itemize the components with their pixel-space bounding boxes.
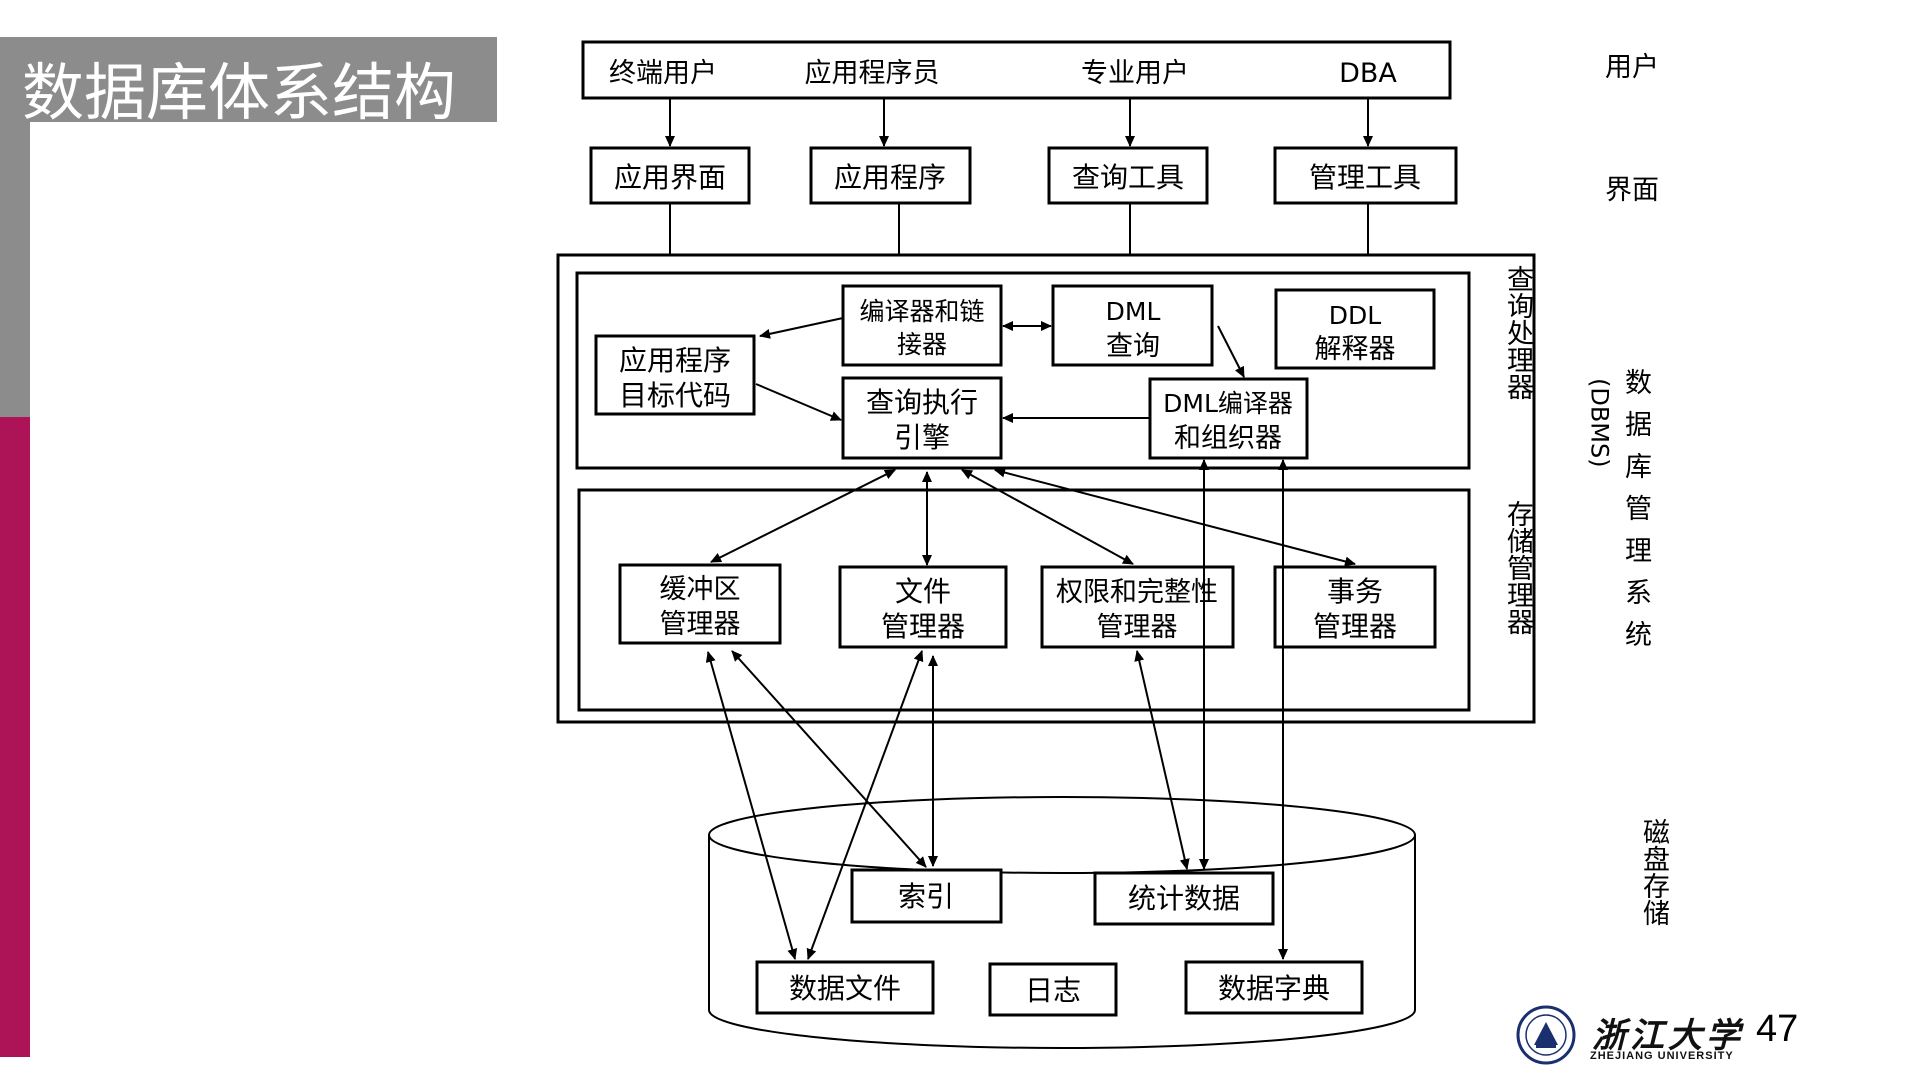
interface-app-program [809, 146, 972, 205]
disk-cylinder-top [708, 796, 1416, 874]
interface-admin-tool [1273, 146, 1458, 205]
dml-query-box [1051, 284, 1214, 367]
dml-compiler-label-1: DML编译器 [1163, 389, 1293, 418]
users-box [581, 40, 1452, 100]
auth-integrity-manager-label-2: 管理器 [1097, 612, 1178, 643]
compiler-linker-label-2: 接器 [897, 330, 947, 359]
log-box [988, 962, 1118, 1017]
auth-integrity-manager-label-1: 权限和完整性 [1056, 577, 1218, 608]
data-files-label: 数据文件 [789, 972, 901, 1005]
buffer-manager-box [618, 563, 782, 645]
query-engine-label-1: 查询执行 [866, 386, 978, 419]
data-dictionary-box [1184, 960, 1364, 1015]
interface-app-program-label: 应用程序 [834, 161, 946, 194]
interface-query-tool [1047, 146, 1209, 205]
transaction-manager-label-1: 事务 [1327, 575, 1383, 608]
file-manager-label-1: 文件 [895, 575, 951, 608]
data-files-box [755, 960, 935, 1015]
transaction-manager-box [1273, 565, 1437, 649]
side-label-disk: 磁盘存储 [1638, 818, 1670, 926]
page-number: 47 [1756, 1008, 1799, 1050]
user-end-user: 终端用户 [609, 58, 717, 89]
app-object-code-label-2: 目标代码 [619, 379, 731, 412]
ddl-interpreter-box [1274, 288, 1436, 370]
query-engine-label-2: 引擎 [894, 421, 950, 454]
ddl-interpreter-label-1: DDL [1329, 301, 1382, 330]
query-processor-label: 查询处理器 [1502, 265, 1534, 400]
interface-app-ui-label: 应用界面 [614, 161, 726, 194]
dbms-outer-box [556, 253, 1536, 724]
file-manager-label-2: 管理器 [881, 610, 965, 643]
interface-admin-tool-label: 管理工具 [1309, 161, 1421, 194]
left-accent-red [0, 417, 30, 1057]
compiler-linker-box [841, 284, 1003, 367]
university-name-en: ZHEJIANG UNIVERSITY [1590, 1050, 1734, 1062]
university-name-cn: 浙江大学 [1592, 1016, 1744, 1056]
interface-query-tool-label: 查询工具 [1072, 161, 1184, 194]
side-label-dbms-abbr: (DBMS) [1585, 378, 1614, 468]
transaction-manager-label-2: 管理器 [1313, 610, 1397, 643]
side-label-users: 用户 [1605, 52, 1659, 83]
buffer-manager-label-1: 缓冲区 [660, 574, 741, 605]
university-emblem-icon [1516, 1005, 1576, 1065]
side-label-interface: 界面 [1605, 175, 1659, 206]
statistics-box [1093, 871, 1275, 926]
slide-title: 数据库体系结构 [22, 56, 457, 129]
query-engine-box [841, 376, 1003, 460]
index-label: 索引 [898, 880, 954, 913]
ddl-interpreter-label-2: 解释器 [1315, 334, 1396, 365]
storage-manager-label: 存储管理器 [1502, 500, 1534, 635]
dml-query-label-1: DML [1106, 297, 1161, 326]
dml-compiler-box [1148, 377, 1309, 460]
data-dictionary-label: 数据字典 [1218, 972, 1330, 1005]
user-specialist: 专业用户 [1081, 58, 1189, 89]
side-label-dbms: 数据库管理系统 [1620, 368, 1651, 662]
title-banner [0, 37, 497, 122]
buffer-manager-label-2: 管理器 [660, 609, 741, 640]
log-label: 日志 [1025, 974, 1081, 1007]
user-programmer: 应用程序员 [805, 58, 940, 89]
app-object-code-box [594, 334, 756, 416]
compiler-linker-label-1: 编译器和链 [859, 297, 984, 326]
app-object-code-label-1: 应用程序 [619, 344, 731, 377]
file-manager-box [838, 565, 1008, 649]
user-dba: DBA [1339, 58, 1397, 89]
statistics-label: 统计数据 [1128, 882, 1240, 915]
dml-compiler-label-2: 和组织器 [1174, 423, 1282, 454]
dml-query-label-2: 查询 [1106, 331, 1160, 362]
